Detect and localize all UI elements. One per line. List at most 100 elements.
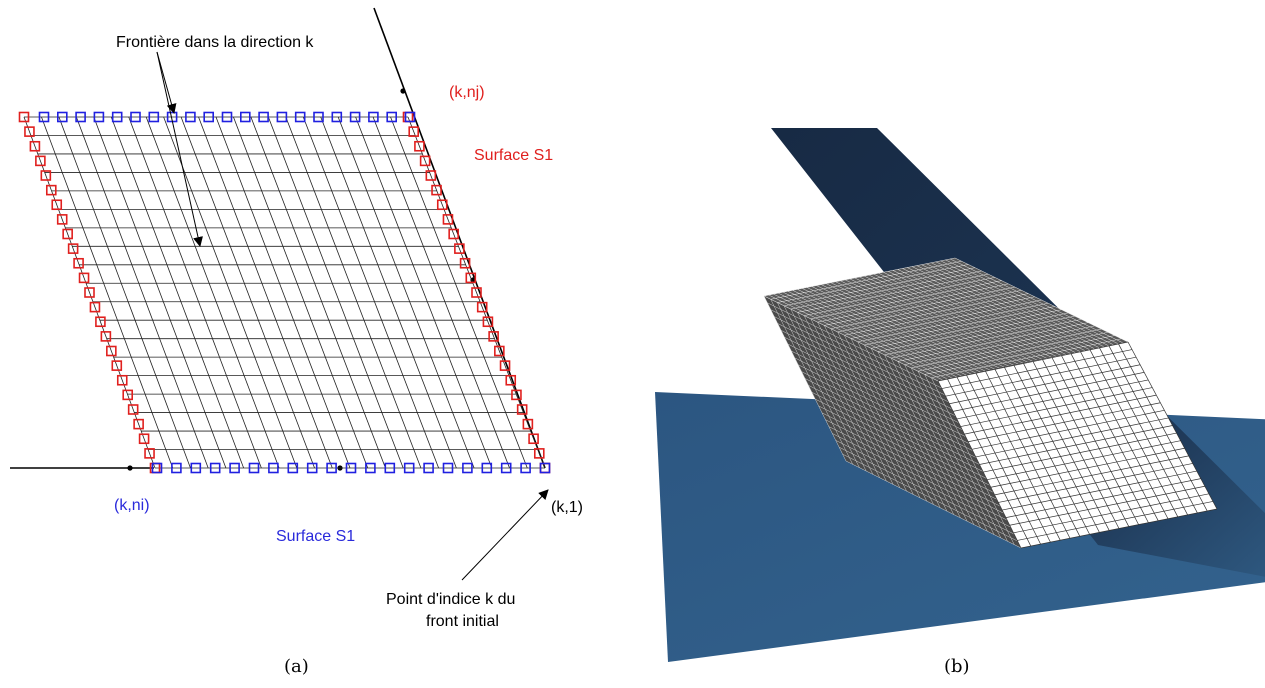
prism-mesh-line: [825, 419, 1001, 507]
blue-marker-bottom: [442, 462, 454, 474]
node-dot: [127, 465, 133, 471]
prism-mesh-line: [873, 273, 1048, 359]
panel-b-3d-mesh-render: (b): [655, 128, 1265, 677]
red-marker-right: [425, 170, 437, 181]
blue-marker-bottom: [520, 462, 531, 474]
prism-mesh-line: [825, 283, 1000, 369]
prism-mesh-line: [916, 265, 1091, 351]
blue-marker-top: [111, 111, 123, 123]
prism-mesh-line: [794, 357, 970, 444]
blue-marker-top: [331, 111, 343, 123]
red-marker-right: [488, 331, 499, 342]
blue-marker-top: [221, 111, 233, 123]
blue-marker-bottom: [423, 462, 434, 474]
prism-mesh-line: [949, 364, 1141, 405]
blue-marker-top: [93, 111, 105, 123]
blue-marker-bottom: [462, 462, 473, 474]
prism-mesh-line: [763, 295, 939, 382]
red-marker-right: [499, 360, 511, 371]
mesh-column-line: [372, 116, 510, 469]
prism-mesh-line: [773, 293, 948, 380]
blue-marker-bottom: [481, 462, 493, 474]
prism-mesh-line: [990, 447, 1185, 488]
prism-mesh-line: [888, 271, 1062, 356]
prism-mesh-line: [960, 387, 1153, 427]
prism-mesh-line: [808, 385, 984, 472]
red-marker-left: [84, 287, 95, 298]
caption-b: (b): [944, 656, 970, 677]
red-marker-right: [442, 214, 454, 225]
red-marker-left: [122, 389, 134, 401]
prism-mesh-line: [911, 266, 1086, 351]
prism-mesh-line: [767, 302, 942, 389]
red-marker-left: [29, 140, 41, 152]
mesh-column-line: [145, 116, 280, 469]
prism-mesh-line: [945, 259, 1119, 345]
mesh-column-line: [250, 116, 386, 469]
prism-mesh-line: [1002, 470, 1197, 511]
blue-marker-top: [203, 111, 214, 123]
red-marker-left: [100, 331, 112, 342]
red-marker-right: [533, 448, 545, 459]
prism-mesh-line: [1013, 493, 1209, 534]
red-marker-left: [18, 111, 30, 123]
blue-marker-bottom: [171, 462, 182, 474]
red-marker-left: [67, 243, 79, 254]
prism-mesh-line: [864, 275, 1038, 361]
blue-marker-top: [349, 111, 361, 123]
red-marker-right: [494, 345, 505, 357]
red-marker-left: [138, 433, 150, 445]
red-marker-left: [133, 418, 144, 430]
prism-mesh-line: [835, 281, 1010, 367]
prism-mesh-line: [1009, 485, 1205, 526]
red-marker-right: [471, 287, 482, 298]
blue-boundary-markers: [38, 111, 551, 474]
prism-mesh-line: [778, 292, 953, 379]
mesh-column-line: [320, 116, 457, 469]
prism-mesh-line: [986, 440, 1181, 481]
mesh-column-line: [355, 116, 493, 469]
blue-marker-top: [240, 111, 251, 123]
prism-mesh-line: [804, 378, 980, 465]
prism-mesh-line: [792, 290, 967, 376]
prism-mesh-line: [839, 447, 1015, 535]
prism-mesh-line: [941, 349, 1133, 389]
prism-mesh-line: [821, 284, 996, 370]
red-marker-left: [35, 155, 46, 167]
prism-mesh-line: [787, 291, 962, 377]
red-marker-right: [476, 301, 488, 313]
node-dot: [400, 88, 406, 94]
blue-marker-top: [130, 111, 141, 123]
prism-mesh-line: [791, 350, 966, 437]
prism-mesh-line: [830, 282, 1005, 368]
blue-marker-bottom: [190, 462, 202, 474]
mesh-column-line: [233, 116, 369, 469]
red-marker-left: [24, 126, 35, 137]
blue-marker-top: [404, 111, 416, 123]
prism-mesh-line: [935, 261, 1110, 347]
red-marker-right: [408, 126, 420, 137]
mesh-column-line: [75, 116, 209, 469]
prism-mesh-line: [937, 341, 1129, 382]
red-marker-right: [448, 228, 459, 240]
prism-mesh-line: [998, 463, 1193, 503]
prism-mesh-line: [956, 379, 1149, 420]
prism-mesh-line: [892, 270, 1067, 355]
prism-mesh-line: [859, 276, 1034, 362]
mesh-column-line: [41, 116, 174, 469]
prism-mesh-line: [878, 272, 1053, 358]
mesh-column-line: [198, 116, 333, 469]
kni-label: (k,ni): [114, 497, 150, 514]
red-marker-left: [144, 448, 155, 459]
prism-mesh-line: [815, 398, 990, 486]
red-marker-left: [62, 228, 73, 240]
prism-mesh-line: [921, 264, 1095, 350]
mesh-column-line: [407, 116, 546, 469]
blue-marker-top: [313, 111, 324, 123]
point-arrow: [461, 489, 549, 581]
prism-mesh-line: [774, 316, 949, 403]
prism-mesh-line: [971, 409, 1165, 450]
blue-marker-top: [258, 111, 269, 123]
prism-mesh-line: [801, 371, 977, 458]
